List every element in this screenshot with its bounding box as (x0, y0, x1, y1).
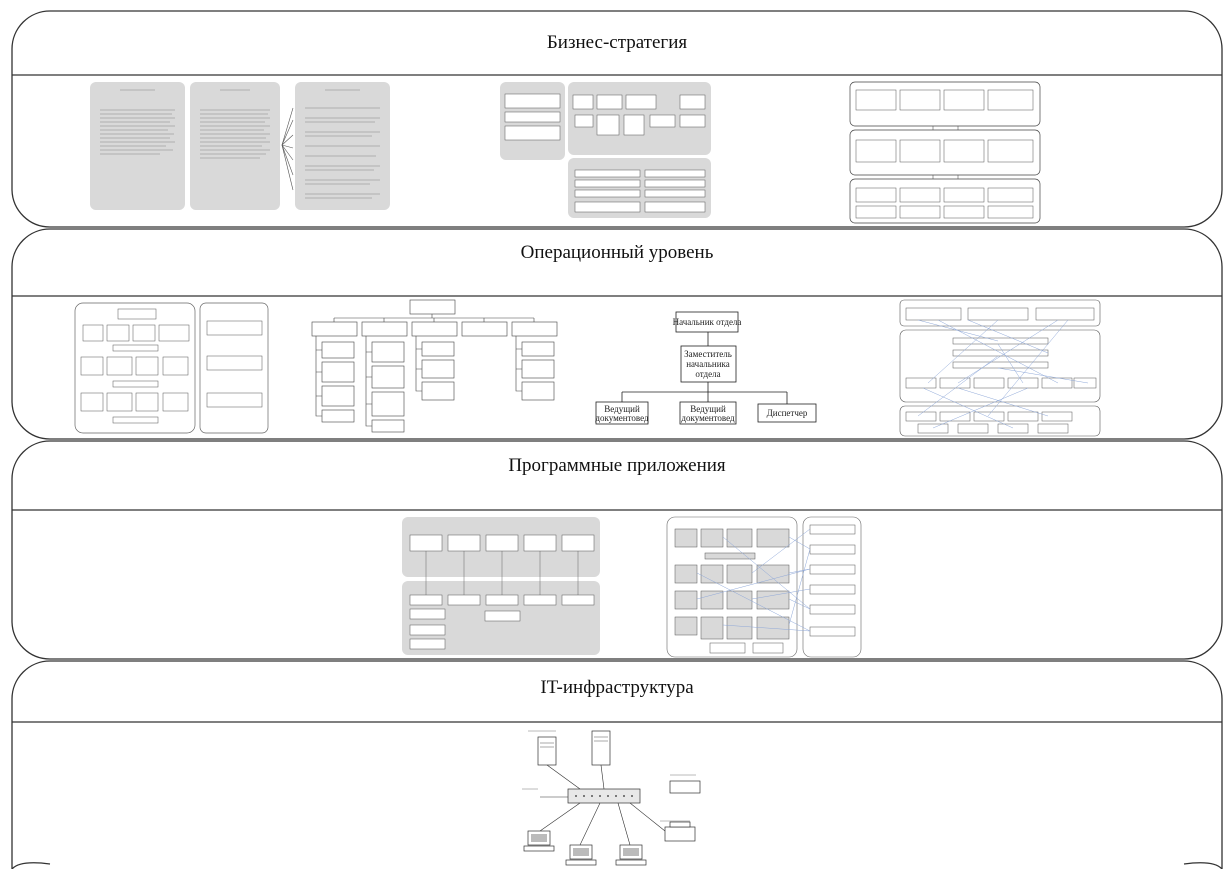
org-head-label: Начальник отдела (673, 317, 742, 327)
process-interaction-thumbnail (898, 298, 1103, 438)
network-switch-icon (567, 788, 641, 804)
layer-operational-frame (11, 228, 1223, 440)
layer-business-frame (11, 10, 1223, 228)
printer-icon (664, 826, 696, 842)
scanner-icon (669, 780, 701, 794)
function-tree-thumbnail (310, 298, 565, 438)
department-org-chart: Начальник отдела Заместитель начальника … (586, 308, 836, 428)
layer-infrastructure-title: IT-инфраструктура (540, 677, 694, 698)
layer-infrastructure-frame (11, 660, 1223, 869)
org-deputy-box (680, 345, 737, 383)
org-head-box (675, 311, 739, 333)
applications-map-thumbnail (400, 515, 605, 657)
server-icon (591, 730, 611, 766)
file-server-icon (537, 736, 557, 766)
org-leaf3-label: Диспетчер (767, 408, 808, 418)
strategy-map-thumbnail (500, 80, 715, 220)
org-leaf1-label-2: документовед (595, 413, 649, 423)
business-strategy-thumbnail (90, 80, 400, 215)
org-leaf1-label-1: Ведущий (604, 404, 640, 414)
org-deputy-label-1: Заместитель (684, 349, 732, 359)
layer-applications: Программные приложения (10, 440, 1224, 660)
layer-applications-frame (11, 440, 1223, 660)
process-flow-thumbnail (73, 301, 271, 436)
layer-business: Бизнес-стратегия (10, 10, 1224, 228)
org-deputy-label-2: начальника (686, 359, 730, 369)
layer-operational-title: Операционный уровень (520, 242, 714, 263)
process-applications-mapping-thumbnail (665, 515, 865, 660)
org-deputy-label-3: отдела (695, 369, 720, 379)
layer-business-title: Бизнес-стратегия (546, 32, 688, 53)
org-leaf2-label-1: Ведущий (690, 404, 726, 414)
org-leaf2-label-2: документовед (681, 413, 735, 423)
layer-applications-title: Программные приложения (508, 455, 726, 476)
strategic-initiatives-thumbnail (848, 80, 1048, 225)
layer-operational: Операционный уровень (10, 228, 1224, 440)
layer-infrastructure: IT-инфраструктура (10, 660, 1224, 869)
network-infrastructure-thumbnail (500, 727, 715, 867)
